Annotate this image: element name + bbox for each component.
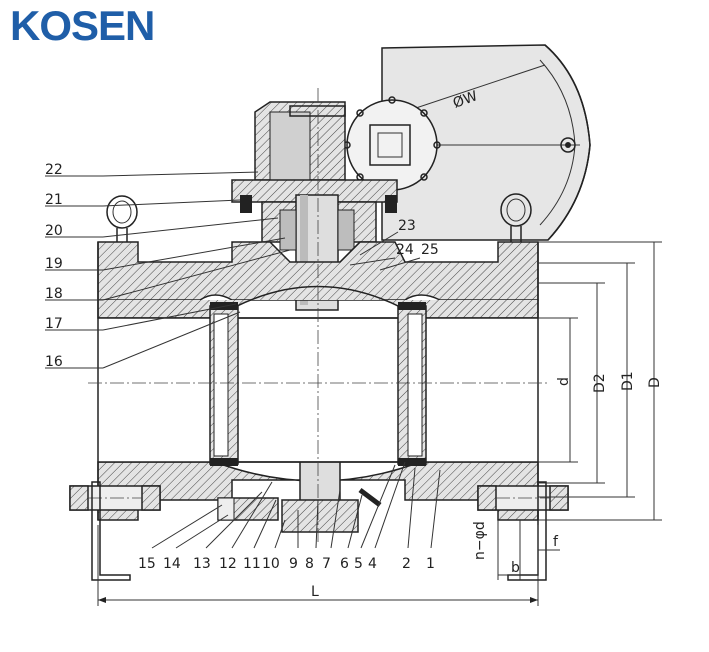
raised-face-height-label: f bbox=[553, 534, 559, 550]
flange-diameter-label: D bbox=[647, 377, 663, 388]
callout-2: 2 bbox=[402, 556, 411, 572]
callout-9: 9 bbox=[289, 556, 298, 572]
callout-10: 10 bbox=[262, 556, 280, 572]
callout-25: 25 bbox=[421, 242, 439, 258]
callout-18: 18 bbox=[45, 286, 63, 302]
flange-bolts bbox=[69, 485, 569, 521]
callout-16: 16 bbox=[45, 354, 63, 370]
gear-operator: ØW bbox=[343, 44, 591, 241]
callout-14: 14 bbox=[163, 556, 181, 572]
length-label: L bbox=[311, 584, 319, 600]
gearbox-housing bbox=[231, 101, 398, 213]
kosen-logo: KOSEN bbox=[10, 2, 155, 49]
callout-4: 4 bbox=[368, 556, 377, 572]
callout-12: 12 bbox=[219, 556, 237, 572]
callout-leaders bbox=[45, 171, 441, 549]
callout-15: 15 bbox=[138, 556, 156, 572]
raised-face-diameter-label: D2 bbox=[592, 373, 608, 393]
callout-20: 20 bbox=[45, 223, 63, 239]
callout-5: 5 bbox=[354, 556, 363, 572]
callout-11: 11 bbox=[243, 556, 261, 572]
bolt-circle-diameter-label: D1 bbox=[620, 371, 636, 391]
callout-13: 13 bbox=[193, 556, 211, 572]
bolt-hole-label: n−φd bbox=[472, 521, 488, 560]
callout-6: 6 bbox=[340, 556, 349, 572]
dimension-lines bbox=[97, 241, 662, 606]
callout-17: 17 bbox=[45, 316, 63, 332]
callout-8: 8 bbox=[305, 556, 314, 572]
callout-24: 24 bbox=[396, 242, 414, 258]
bore-diameter-label: d bbox=[556, 377, 572, 386]
callout-21: 21 bbox=[45, 192, 63, 208]
callout-7: 7 bbox=[322, 556, 331, 572]
flange-thickness-label: b bbox=[511, 560, 520, 576]
callout-23: 23 bbox=[398, 218, 416, 234]
callout-22: 22 bbox=[45, 162, 63, 178]
callout-19: 19 bbox=[45, 256, 63, 272]
callout-1: 1 bbox=[426, 556, 435, 572]
